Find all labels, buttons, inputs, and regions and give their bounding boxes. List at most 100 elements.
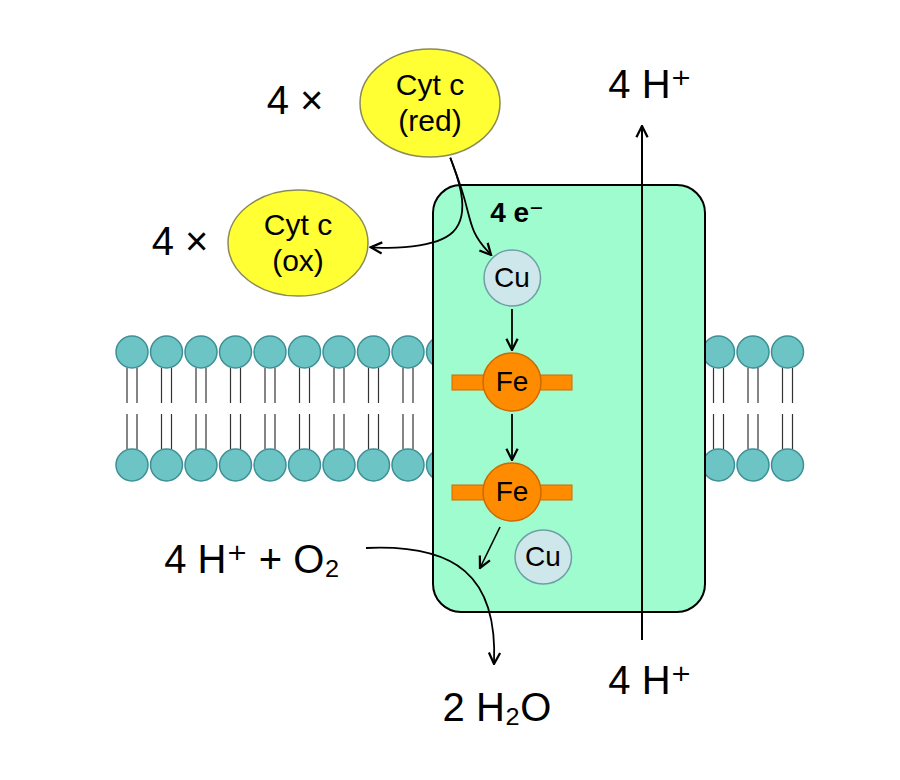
- lipid-head: [220, 336, 252, 368]
- cytochrome-c-oxidized: Cyt c (ox): [227, 189, 369, 297]
- lipid-tail: [792, 414, 793, 449]
- lipid-tail: [782, 368, 783, 403]
- circle-fill: [484, 250, 541, 306]
- heme-iron: Fe: [482, 462, 542, 522]
- lipid-tail: [126, 414, 127, 449]
- lipid-tail: [274, 368, 275, 403]
- lipid-head: [116, 449, 148, 481]
- lipid-tail: [402, 414, 403, 449]
- circle-fill: [483, 353, 541, 411]
- product-label: 2 H₂O: [443, 685, 552, 729]
- lipid-head: [185, 336, 217, 368]
- lipid-head: [392, 336, 424, 368]
- lipid-head: [358, 336, 390, 368]
- copper-center: Cu: [483, 249, 542, 307]
- lipid-head: [289, 336, 321, 368]
- lipid-tail: [230, 414, 231, 449]
- node-label: Cyt c (red): [380, 67, 480, 139]
- lipid-head: [392, 449, 424, 481]
- lipid-tail: [264, 368, 265, 403]
- lipid-tail: [343, 414, 344, 449]
- lipid-tail: [723, 368, 724, 403]
- lipid-tail: [723, 414, 724, 449]
- lipid-head: [151, 449, 183, 481]
- lipid-tail: [757, 368, 758, 403]
- lipid-tail: [274, 414, 275, 449]
- electron-transfer-arrow: [511, 414, 513, 460]
- circle-fill: [228, 190, 368, 296]
- lipid-tail: [195, 368, 196, 403]
- stoichiometry-label: 4 ×: [267, 78, 324, 122]
- circle-fill: [515, 530, 572, 584]
- lipid-tail: [205, 414, 206, 449]
- lipid-tail: [412, 368, 413, 403]
- lipid-tail: [264, 414, 265, 449]
- node-label: Fe: [496, 365, 529, 399]
- copper-center: Cu: [514, 529, 573, 585]
- lipid-tail: [136, 414, 137, 449]
- lipid-tail: [240, 414, 241, 449]
- lipid-tail: [402, 368, 403, 403]
- reactant-label: 4 H⁺ + O₂: [164, 537, 340, 581]
- lipid-head: [703, 449, 735, 481]
- lipid-tail: [713, 368, 714, 403]
- lipid-head: [254, 336, 286, 368]
- lipid-tail: [299, 414, 300, 449]
- lipid-head: [220, 449, 252, 481]
- circle-fill: [483, 463, 541, 521]
- lipid-tail: [747, 414, 748, 449]
- circle-outline: [227, 189, 369, 297]
- lipid-head: [737, 336, 769, 368]
- lipid-tail: [378, 368, 379, 403]
- lipid-tail: [136, 368, 137, 403]
- lipid-head: [289, 449, 321, 481]
- lipid-head: [116, 336, 148, 368]
- lipid-tail: [309, 414, 310, 449]
- lipid-head: [703, 336, 735, 368]
- node-label: Cu: [494, 261, 530, 295]
- proton-pump-arrow: [641, 126, 643, 640]
- lipid-tail: [171, 414, 172, 449]
- heme-iron: Fe: [482, 352, 542, 412]
- node-label: Fe: [496, 475, 529, 509]
- lipid-tail: [171, 368, 172, 403]
- lipid-tail: [195, 414, 196, 449]
- proton-label: 4 H⁺: [608, 658, 691, 702]
- lipid-tail: [757, 414, 758, 449]
- lipid-head: [151, 336, 183, 368]
- lipid-head: [254, 449, 286, 481]
- circle-fill: [360, 49, 500, 157]
- circle-outline: [359, 48, 501, 158]
- enzyme-complex: [433, 185, 705, 612]
- lipid-tail: [230, 368, 231, 403]
- lipid-tail: [161, 368, 162, 403]
- lipid-head: [737, 449, 769, 481]
- lipid-head: [772, 336, 804, 368]
- lipid-tail: [161, 414, 162, 449]
- electron-arrow: [480, 527, 500, 568]
- lipid-tail: [126, 368, 127, 403]
- electron-label: 4 e⁻: [490, 198, 544, 229]
- lipid-head: [185, 449, 217, 481]
- lipid-head: [323, 336, 355, 368]
- lipid-tail: [782, 414, 783, 449]
- lipid-head: [772, 449, 804, 481]
- proton-label: 4 H⁺: [608, 62, 691, 106]
- lipid-head: [358, 449, 390, 481]
- lipid-tail: [299, 368, 300, 403]
- node-label: Cu: [525, 540, 561, 574]
- lipid-tail: [378, 414, 379, 449]
- stoichiometry-label: 4 ×: [152, 219, 209, 263]
- reaction-arrow: [366, 548, 494, 664]
- lipid-tail: [412, 414, 413, 449]
- electron-transfer-arrow: [371, 158, 463, 248]
- lipid-head: [323, 449, 355, 481]
- lipid-tail: [240, 368, 241, 403]
- lipid-tail: [368, 414, 369, 449]
- lipid-tail: [747, 368, 748, 403]
- lipid-tail: [792, 368, 793, 403]
- lipid-tail: [368, 368, 369, 403]
- lipid-tail: [343, 368, 344, 403]
